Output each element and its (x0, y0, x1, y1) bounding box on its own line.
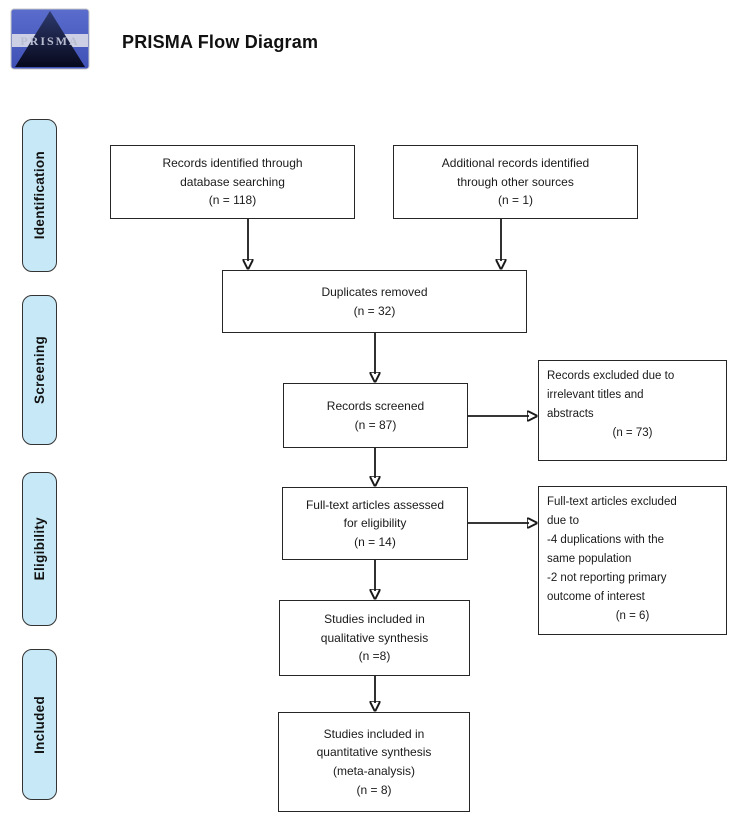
prisma-logo: PRISMA (10, 8, 90, 70)
stage-label: Included (32, 695, 47, 754)
box-text: Full-text articles excluded due to -4 du… (547, 496, 677, 603)
box-additional-records: Additional records identified through ot… (393, 145, 638, 219)
box-text: Full-text articles assessed for eligibil… (305, 497, 445, 549)
stage-eligibility: Eligibility (22, 472, 57, 626)
box-fulltext-excluded: Full-text articles excluded due to -4 du… (538, 486, 727, 635)
box-text: Studies included in quantitative synthes… (316, 726, 432, 797)
stage-label: Eligibility (32, 517, 47, 581)
stage-identification: Identification (22, 119, 57, 272)
box-text: Studies included in qualitative synthesi… (320, 612, 429, 664)
box-text: Additional records identified through ot… (441, 156, 590, 208)
box-records-screened: Records screened (n = 87) (283, 383, 468, 448)
stage-label: Identification (32, 151, 47, 240)
box-text: Records identified through database sear… (162, 156, 303, 208)
box-fulltext-assessed: Full-text articles assessed for eligibil… (282, 487, 468, 560)
box-text: Records screened (n = 87) (326, 398, 425, 432)
page-title: PRISMA Flow Diagram (122, 32, 319, 52)
logo-text: PRISMA (20, 34, 79, 48)
box-n-value: (n = 6) (615, 609, 650, 622)
box-text: Records excluded due to irrelevant title… (547, 370, 675, 420)
box-n-value: (n = 73) (612, 426, 653, 439)
pyramid-icon (15, 11, 85, 67)
stage-label: Screening (32, 336, 47, 404)
stage-screening: Screening (22, 295, 57, 445)
stage-included: Included (22, 649, 57, 800)
box-qualitative-synthesis: Studies included in qualitative synthesi… (279, 600, 470, 676)
box-duplicates-removed: Duplicates removed (n = 32) (222, 270, 527, 333)
box-text: Duplicates removed (n = 32) (321, 284, 428, 318)
box-quantitative-synthesis: Studies included in quantitative synthes… (278, 712, 470, 812)
box-records-identified: Records identified through database sear… (110, 145, 355, 219)
box-records-excluded: Records excluded due to irrelevant title… (538, 360, 727, 461)
